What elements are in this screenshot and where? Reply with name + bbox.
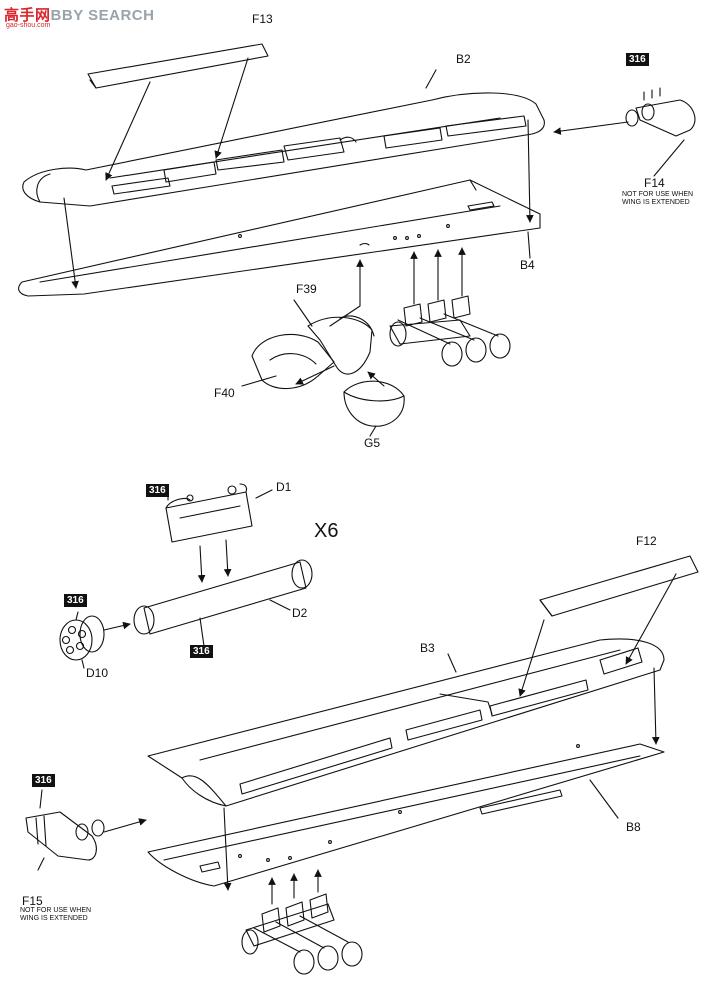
arrows-middle [75, 489, 291, 669]
label-f15: F15 [22, 894, 43, 908]
part-d10 [59, 615, 105, 661]
rocket-pods-top [389, 295, 511, 367]
part-b3-upper-wing [147, 638, 665, 807]
badge-316-d2: 316 [190, 645, 213, 658]
part-f12-strip [539, 555, 699, 617]
part-b4-lower-wing [18, 179, 541, 297]
watermark-url: gao-shou.com [6, 22, 51, 29]
label-b2: B2 [456, 52, 471, 66]
part-f14 [625, 87, 696, 137]
label-f14: F14 [644, 176, 665, 190]
part-b2-upper-wing [22, 92, 545, 207]
label-f39: F39 [296, 282, 317, 296]
note-f14-line1: NOT FOR USE WHEN [622, 191, 694, 198]
label-b3: B3 [420, 641, 435, 655]
label-d10: D10 [86, 666, 109, 680]
badge-316-f15: 316 [32, 774, 55, 787]
part-f39 [307, 315, 375, 375]
label-g5: G5 [364, 436, 381, 450]
label-f12: F12 [636, 534, 657, 548]
part-f15 [25, 811, 105, 861]
label-b8: B8 [626, 820, 641, 834]
rocket-pods-bottom [241, 893, 363, 975]
badge-316-f14: 316 [626, 53, 649, 66]
part-d2 [133, 559, 313, 635]
note-f15-line1: NOT FOR USE WHEN [20, 907, 92, 914]
label-f13: F13 [252, 12, 273, 26]
label-b4: B4 [520, 258, 535, 272]
arrows-bottom [37, 573, 677, 905]
badge-316-d1: 316 [146, 484, 169, 497]
part-d1 [165, 483, 253, 543]
label-d2: D2 [292, 606, 308, 620]
multiplier-x6: X6 [314, 520, 339, 542]
part-f13-strip [87, 43, 269, 89]
part-f40 [251, 333, 335, 390]
note-f14-line2: WING IS EXTENDED [622, 199, 690, 206]
watermark-logo: 高手网BBY SEARCH [4, 7, 155, 24]
note-f15-line2: WING IS EXTENDED [20, 915, 88, 922]
part-g5 [343, 380, 405, 427]
part-b8-lower-wing [147, 743, 665, 887]
arrows-top [63, 57, 685, 437]
badge-316-d10: 316 [64, 594, 87, 607]
label-d1: D1 [276, 480, 292, 494]
label-f40: F40 [214, 386, 235, 400]
